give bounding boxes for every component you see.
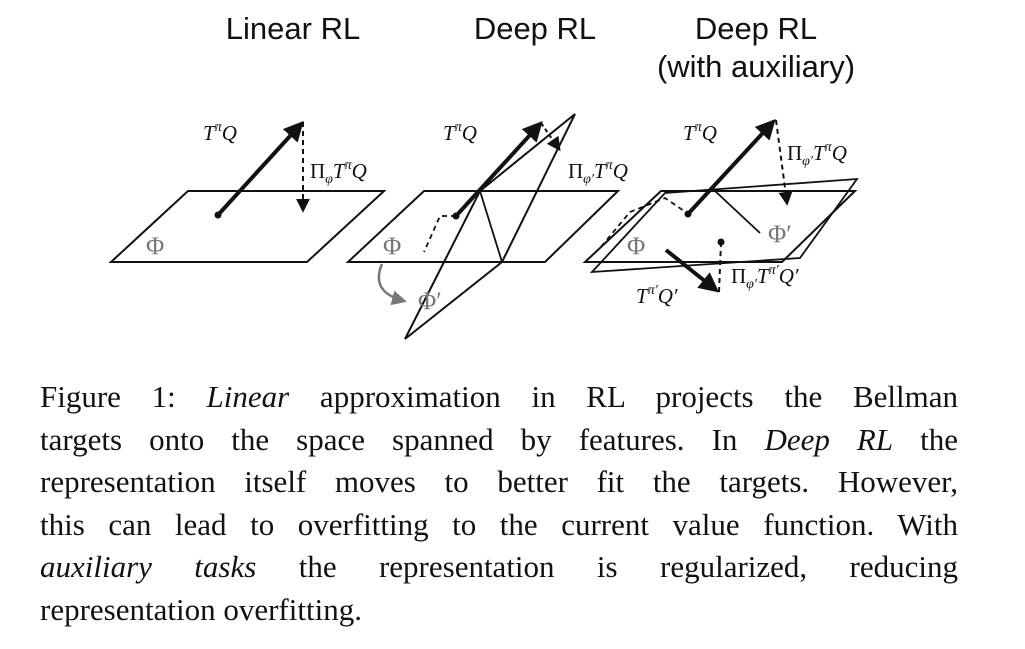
feature-plane (345, 190, 621, 263)
caption-line: representation itself moves to better fi… (40, 464, 958, 499)
caption-emphasis: Linear (206, 379, 290, 414)
target-vector (686, 119, 776, 216)
caption-line: representation overfitting. (40, 591, 362, 627)
target-label: TπQ (203, 120, 237, 145)
panel-title-linear-rl: Linear RL (225, 11, 361, 46)
auxiliary-target-label: Tπ′Q′ (636, 283, 678, 308)
projection-label: Πφ′TπQ (568, 158, 628, 187)
caption-figure-number: Figure 1: (40, 379, 207, 414)
phi-label: Φ (383, 233, 401, 260)
target-vector (216, 121, 304, 217)
caption-line: auxiliary tasks the representation is re… (40, 546, 958, 589)
target-label: TπQ (443, 120, 477, 145)
caption-line: targets onto the space spanned by featur… (40, 419, 958, 462)
deep-rl-diagram: Φ Φ′ TπQ Πφ′TπQ (345, 113, 628, 340)
caption-text: targets onto the space spanned by featur… (40, 421, 765, 457)
estimate-point (684, 210, 692, 218)
dashed-plane-edge (599, 196, 691, 249)
caption-emphasis: Deep RL (764, 421, 894, 457)
projection-label: ΠφTπQ (310, 158, 367, 187)
plane-intersection (714, 190, 761, 234)
estimate-point (214, 211, 222, 219)
phi-label: Φ (146, 233, 164, 260)
phi-label: Φ (627, 233, 645, 260)
figure-caption: Figure 1: Linear approximation in RL pro… (40, 376, 958, 631)
rotated-feature-plane (589, 177, 859, 274)
caption-text: the (893, 421, 959, 457)
caption-line: Figure 1: Linear approximation in RL pro… (40, 376, 958, 419)
figure-diagram: Φ TπQ ΠφTπQ Φ Φ′ TπQ Πφ′TπQ (108, 113, 859, 340)
caption-text: approximation in RL projects the Bellman (289, 379, 958, 414)
target-vector (454, 121, 543, 218)
phi-prime-label: Φ′ (768, 221, 792, 248)
feature-plane (108, 190, 387, 263)
phi-prime-label: Φ′ (418, 288, 442, 315)
caption-line: this can lead to overfitting to the curr… (40, 506, 958, 542)
caption-emphasis: auxiliary tasks (40, 549, 257, 584)
panel-title-deep-rl: Deep RL (473, 11, 597, 46)
plane-intersection (479, 190, 503, 263)
auxiliary-projection-point (717, 238, 725, 246)
feature-plane (582, 190, 858, 263)
linear-rl-diagram: Φ TπQ ΠφTπQ (108, 120, 387, 263)
rotated-feature-plane (404, 113, 576, 340)
auxiliary-projection-line (718, 241, 722, 293)
projection-line (775, 119, 793, 206)
representation-shift-arrow (377, 263, 407, 306)
auxiliary-target-vector (664, 248, 720, 293)
panel-title-deep-rl-auxiliary: Deep RL (with auxiliary) (656, 11, 856, 84)
projection-label: Πφ′TπQ (787, 140, 847, 169)
auxiliary-projection-label: Πφ′Tπ′Q′ (731, 263, 799, 292)
projection-line (540, 122, 561, 152)
deep-rl-auxiliary-diagram: Φ Φ′ TπQ Πφ′TπQ Πφ′Tπ′Q′ Tπ′Q′ (582, 119, 859, 308)
estimate-point (452, 212, 460, 220)
target-label: TπQ (683, 120, 717, 145)
caption-text: the representation is regularized, reduc… (256, 549, 959, 584)
